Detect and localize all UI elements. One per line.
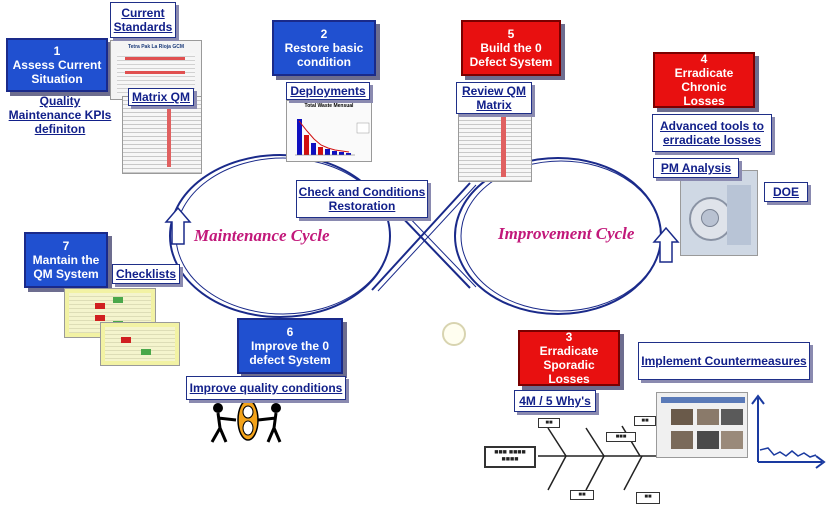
up-arrow-left <box>164 206 192 245</box>
quality-kpis-label: Quality Maintenance KPIs definiton <box>8 94 112 136</box>
fishbone-cause-1: ■■ <box>538 418 560 428</box>
step-1-text: Assess Current Situation <box>12 58 102 86</box>
step-5-text: Build the 0 Defect System <box>469 41 553 69</box>
doe-label: DOE <box>764 182 808 202</box>
step-4-number: 4 <box>700 52 708 66</box>
step-4-box: 4 Erradicate Chronic Losses <box>653 52 755 108</box>
fishbone-cause-3: ■■ <box>634 416 656 426</box>
step-3-box: 3 Erradicate Sporadic Losses <box>518 330 620 386</box>
pm-analysis-label: PM Analysis <box>653 158 739 178</box>
checklists-label: Checklists <box>112 264 180 284</box>
fishbone-head: ■■■ ■■■■■■■■ <box>484 446 536 468</box>
trend-chart <box>751 394 826 469</box>
maintenance-cycle-title: Maintenance Cycle <box>194 226 330 245</box>
countermeasure-thumbnail <box>656 392 748 458</box>
pm-analysis-thumbnail <box>680 170 758 256</box>
improvement-cycle-title: Improvement Cycle <box>498 224 635 243</box>
step-2-box: 2 Restore basic condition <box>272 20 376 76</box>
four-m-five-whys-label: 4M / 5 Why's <box>514 390 596 412</box>
fishbone-cause-5: ■■ <box>636 492 660 504</box>
step-7-box: 7 Mantain the QM System <box>24 232 108 288</box>
step-7-number: 7 <box>62 239 70 253</box>
step-6-number: 6 <box>286 325 294 339</box>
implement-countermeasures-label: Implement Countermeasures <box>638 342 810 380</box>
step-4-text: Erradicate Chronic Losses <box>674 66 734 108</box>
tug-of-war-illustration <box>208 398 288 444</box>
step-2-text: Restore basic condition <box>284 41 364 69</box>
step-2-number: 2 <box>320 27 328 41</box>
review-qm-matrix-label: Review QM Matrix <box>456 82 532 114</box>
step-1-box: 1 Assess Current Situation <box>6 38 108 92</box>
step-6-box: 6 Improve the 0 defect System <box>237 318 343 374</box>
current-standards-label: Current Standards <box>110 2 176 38</box>
improve-quality-label: Improve quality conditions <box>186 376 346 400</box>
step-7-text: Mantain the QM System <box>32 253 100 281</box>
step-6-text: Improve the 0 defect System <box>249 339 331 367</box>
step-5-box: 5 Build the 0 Defect System <box>461 20 561 76</box>
standards-thumbnail-title: Tetra Pak La Rioja GCM <box>127 44 185 50</box>
pareto-thumbnail: Total Waste Mensual <box>286 100 372 162</box>
cross-line-2 <box>371 182 471 291</box>
step-1-number: 1 <box>53 44 61 58</box>
deployments-label: Deployments <box>286 82 370 100</box>
step-5-number: 5 <box>507 27 515 41</box>
fishbone-diagram <box>538 425 662 491</box>
check-conditions-label: Check and Conditions Restoration <box>296 180 428 218</box>
fishbone-cause-4: ■■ <box>570 490 594 500</box>
checklist-thumbnail-2 <box>100 322 180 366</box>
up-arrow-right <box>652 226 680 263</box>
advanced-tools-label: Advanced tools to erradicate losses <box>652 114 772 152</box>
step-3-text: Erradicate Sporadic Losses <box>539 344 599 386</box>
matrix-qm-thumbnail <box>122 96 202 174</box>
step-3-number: 3 <box>565 330 573 344</box>
matrix-qm-label: Matrix QM <box>128 88 194 106</box>
pareto-chart <box>295 119 370 156</box>
fishbone-cause-2: ■■■ <box>606 432 636 442</box>
pareto-thumbnail-title: Total Waste Mensual <box>304 103 354 109</box>
center-dot <box>442 322 466 346</box>
